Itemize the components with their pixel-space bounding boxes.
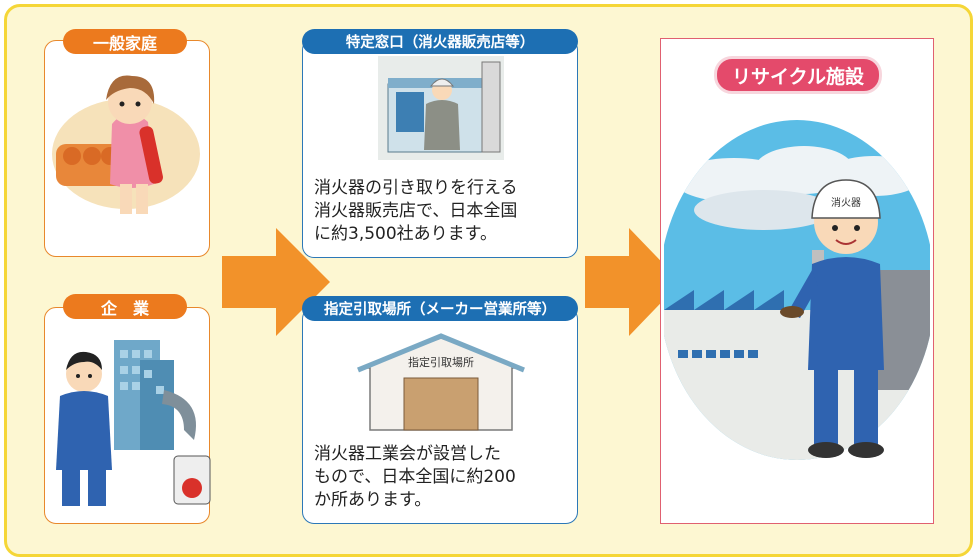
helmet-text: 消火器 [831,196,861,209]
arrow-right-icon [585,228,681,336]
designated-collection-description-line-1: 消火器工業会が設営した [314,444,501,464]
household-label: 一般家庭 [63,29,187,54]
designated-window-description-line-3: に約3,500社あります。 [314,224,497,244]
designated-collection-description-line-3: か所あります。 [314,490,432,510]
designated-collection-label: 指定引取場所（メーカー営業所等） [302,296,578,321]
company-illustration [56,340,211,506]
designated-window-description-line-1: 消火器の引き取りを行える [314,178,518,198]
shop-illustration [378,56,504,160]
designated-collection-description-line-2: もので、日本全国に約200 [314,467,516,487]
company-label: 企 業 [63,294,187,319]
warehouse-sign: 指定引取場所 [408,355,474,369]
household-illustration [52,75,200,214]
designated-window-description-line-2: 消火器販売店で、日本全国 [314,201,518,221]
designated-window-label: 特定窓口（消火器販売店等） [302,29,578,54]
recycling-facility-illustration: 消火器 [664,120,930,460]
recycling-facility-label: リサイクル施設 [714,56,882,94]
warehouse-illustration: 指定引取場所 [357,333,525,431]
